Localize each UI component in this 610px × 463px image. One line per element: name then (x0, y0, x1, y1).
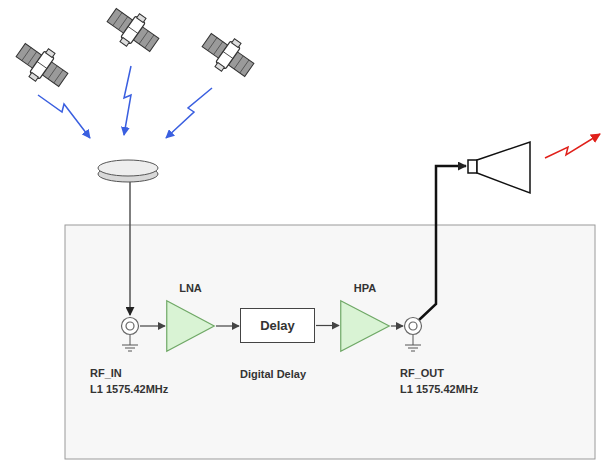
connector-symbol (121, 317, 139, 335)
text-group: RF_INL1 1575.42MHz (90, 365, 168, 397)
text-group: Delay (260, 318, 295, 334)
amplifier-triangle (166, 300, 215, 352)
function-label: Digital Delay (240, 366, 306, 382)
delay-box: Delay (240, 308, 315, 343)
antenna-disk (98, 160, 158, 176)
signal-arrow (38, 95, 90, 138)
signal-arrow (216, 325, 239, 326)
block-label: LNA (179, 280, 202, 296)
triangle-outline (167, 301, 215, 352)
signal-name: L1 1575.42MHz (90, 381, 168, 397)
rf-connector: RF_OUTL1 1575.42MHz (404, 317, 422, 335)
triangle-outline (341, 301, 390, 352)
connector-pin (409, 322, 417, 330)
box-outline (241, 309, 315, 343)
signal-name: RF_IN (90, 365, 168, 381)
connector-outer (122, 318, 139, 335)
output-cable (419, 166, 466, 320)
horn-feed (468, 160, 477, 173)
ground-symbol (122, 335, 138, 351)
device-enclosure (65, 225, 595, 459)
satellite (197, 26, 259, 84)
transmit-arrow (545, 134, 600, 158)
rf-connector: RF_INL1 1575.42MHz (121, 317, 139, 335)
amplifier-triangle (340, 300, 390, 352)
signal-name: RF_OUT (400, 365, 478, 381)
signal-arrow (166, 88, 212, 138)
signal-arrow (316, 325, 339, 326)
text-group: HPA (354, 280, 376, 296)
connector-outer (405, 318, 422, 335)
amplifier: HPA (340, 300, 390, 352)
signal-name: L1 1575.42MHz (400, 381, 478, 397)
text-group: RF_OUTL1 1575.42MHz (400, 365, 478, 397)
block-label: HPA (354, 280, 376, 296)
antenna-cable (129, 182, 131, 315)
horn-antenna (477, 142, 530, 193)
signal-arrow (124, 66, 131, 135)
connector-symbol (404, 317, 422, 335)
block-label: Delay (260, 318, 295, 334)
signal-arrow (140, 325, 165, 326)
signal-arrow (391, 325, 403, 326)
ground-symbol (405, 335, 421, 351)
connector-pin (126, 322, 134, 330)
text-group: LNA (179, 280, 202, 296)
satellite (102, 1, 164, 59)
amplifier: LNA (166, 300, 215, 352)
satellite (11, 36, 73, 94)
